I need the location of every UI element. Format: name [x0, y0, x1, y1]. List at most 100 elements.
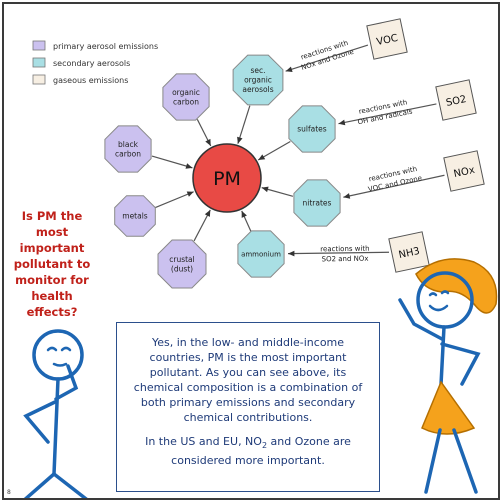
pm-circle — [192, 143, 262, 213]
secondary-label-nitrates-line-1: nitrates — [303, 199, 332, 208]
primary-shape-organic — [162, 73, 210, 121]
thinker-leg-right — [52, 472, 88, 498]
primary-label-crustal-line-1: crustal — [169, 255, 195, 264]
secondary-label-secorg-line-2: organic — [244, 76, 272, 85]
pm-label: PM — [213, 168, 241, 190]
explainer-skirt — [421, 380, 476, 435]
thinker-body — [52, 377, 60, 476]
gas-node-nox: NOx — [443, 150, 485, 192]
arrow-nh3-to-ammonium-head — [288, 250, 295, 257]
reaction-label-ammonium-line-2: SO2 and NOx — [322, 255, 369, 264]
arrow-organic-to-pm-head — [205, 138, 211, 146]
secondary-label-secorg-line-3: aerosols — [242, 85, 273, 94]
arrow-crustal-to-pm-head — [204, 209, 211, 217]
thinking-stick-figure — [23, 329, 88, 498]
gas-box-so2 — [435, 79, 477, 121]
explainer-arm-hip — [440, 342, 481, 386]
primary-node-crustal: crustal(dust) — [157, 239, 207, 289]
answer-paragraph-2: In the US and EU, NO2 and Ozone are cons… — [127, 434, 369, 468]
primary-label-organic-line-2: carbon — [173, 97, 199, 106]
legend-swatch-secondary — [32, 57, 46, 68]
legend: primary aerosol emissions secondary aero… — [32, 40, 158, 85]
secondary-node-nitrates: nitrates — [293, 179, 341, 227]
pm-composition-diagram: primary aerosol emissions secondary aero… — [23, 18, 498, 498]
gas-node-so2: SO2 — [435, 79, 477, 121]
secondary-node-sulfates: sulfates — [288, 105, 336, 153]
explaining-stick-figure — [398, 258, 498, 494]
arrow-metals-to-pm — [155, 191, 194, 209]
gas-box-nox — [443, 150, 485, 192]
answer-paragraph-1: Yes, in the low- and middle-income count… — [133, 336, 363, 424]
thinker-arm-left — [23, 400, 57, 444]
legend-label-primary: primary aerosol emissions — [53, 42, 158, 51]
secondary-label-ammonium-line-1: ammonium — [241, 250, 281, 258]
gas-box-nh3 — [388, 231, 430, 273]
secondary-label-secorg-line-1: sec. — [250, 66, 265, 75]
answer-p2-subscript: 2 — [261, 441, 268, 451]
primary-label-crustal-line-2: (dust) — [171, 264, 193, 273]
arrow-voc-to-secorg — [285, 44, 369, 72]
gas-label-so2: SO2 — [445, 94, 467, 109]
thinker-arm-right — [54, 364, 79, 401]
primary-label-black-line-2: carbon — [115, 149, 141, 158]
thinker-glasses — [46, 346, 72, 352]
gas-node-voc: VOC — [366, 18, 408, 60]
explainer-smile — [428, 304, 449, 312]
arrow-secorg-to-pm — [237, 105, 251, 144]
gas-node-nh3: NH3 — [388, 231, 430, 273]
arrow-nox-to-nitrates-head — [343, 193, 351, 199]
pm-node: PM — [192, 143, 262, 213]
gas-box-voc — [366, 18, 408, 60]
secondary-shape-nitrates — [293, 179, 341, 227]
arrow-secorg-to-pm-head — [237, 136, 243, 144]
legend-label-secondary: secondary aerosols — [53, 59, 130, 68]
legend-label-gaseous: gaseous emissions — [53, 76, 128, 85]
thinker-head — [32, 329, 84, 381]
secondary-shape-ammonium — [237, 230, 285, 278]
answer-p2-start: In the US and EU, NO — [145, 435, 262, 448]
arrow-so2-to-sulfates-head — [338, 119, 346, 126]
arrow-so2-to-sulfates — [338, 103, 437, 125]
primary-node-metals: metals — [114, 195, 156, 237]
explainer-leg-right — [452, 428, 478, 494]
primary-shape-metals — [114, 195, 156, 237]
arrow-sulfates-to-pm-head — [258, 154, 266, 160]
gas-label-nox: NOx — [453, 165, 476, 180]
answer-p2-end: and Ozone are considered more important. — [171, 435, 351, 468]
primary-shape-black — [104, 125, 152, 173]
secondary-node-ammonium: ammonium — [237, 230, 285, 278]
arrow-nitrates-to-pm-head — [261, 186, 269, 193]
comic-panel: primary aerosol emissions secondary aero… — [2, 2, 500, 500]
secondary-shape-sulfates — [288, 105, 336, 153]
arrows — [151, 44, 445, 257]
explainer-hair — [415, 258, 498, 314]
arrow-nox-to-nitrates — [343, 174, 445, 198]
gas-label-voc: VOC — [376, 33, 399, 48]
secondary-label-sulfates-line-1: sulfates — [297, 125, 327, 134]
primary-label-organic-line-1: organic — [172, 88, 200, 97]
legend-swatch-primary — [32, 40, 46, 51]
explainer-arm-pointing — [398, 298, 444, 341]
explainer-eyes — [428, 290, 450, 297]
arrow-voc-to-secorg-head — [285, 66, 293, 72]
thinker-leg-left — [23, 472, 56, 498]
thinker-mouth — [52, 362, 68, 367]
nodes: organiccarbonblackcarbonmetalscrustal(du… — [104, 18, 485, 289]
arrow-black-to-pm-head — [185, 163, 193, 169]
gas-label-nh3: NH3 — [398, 246, 421, 261]
secondary-shape-secorg — [232, 54, 284, 106]
reaction-label-ammonium-line-1: reactions with — [320, 245, 369, 254]
legend-swatch-gaseous — [32, 74, 46, 85]
primary-label-black-line-1: black — [118, 140, 139, 149]
page-number: 8 — [7, 489, 11, 496]
question-text: Is PM the most important pollutant to mo… — [13, 209, 91, 319]
answer-box: Yes, in the low- and middle-income count… — [116, 322, 380, 492]
primary-label-metals-line-1: metals — [122, 212, 148, 221]
